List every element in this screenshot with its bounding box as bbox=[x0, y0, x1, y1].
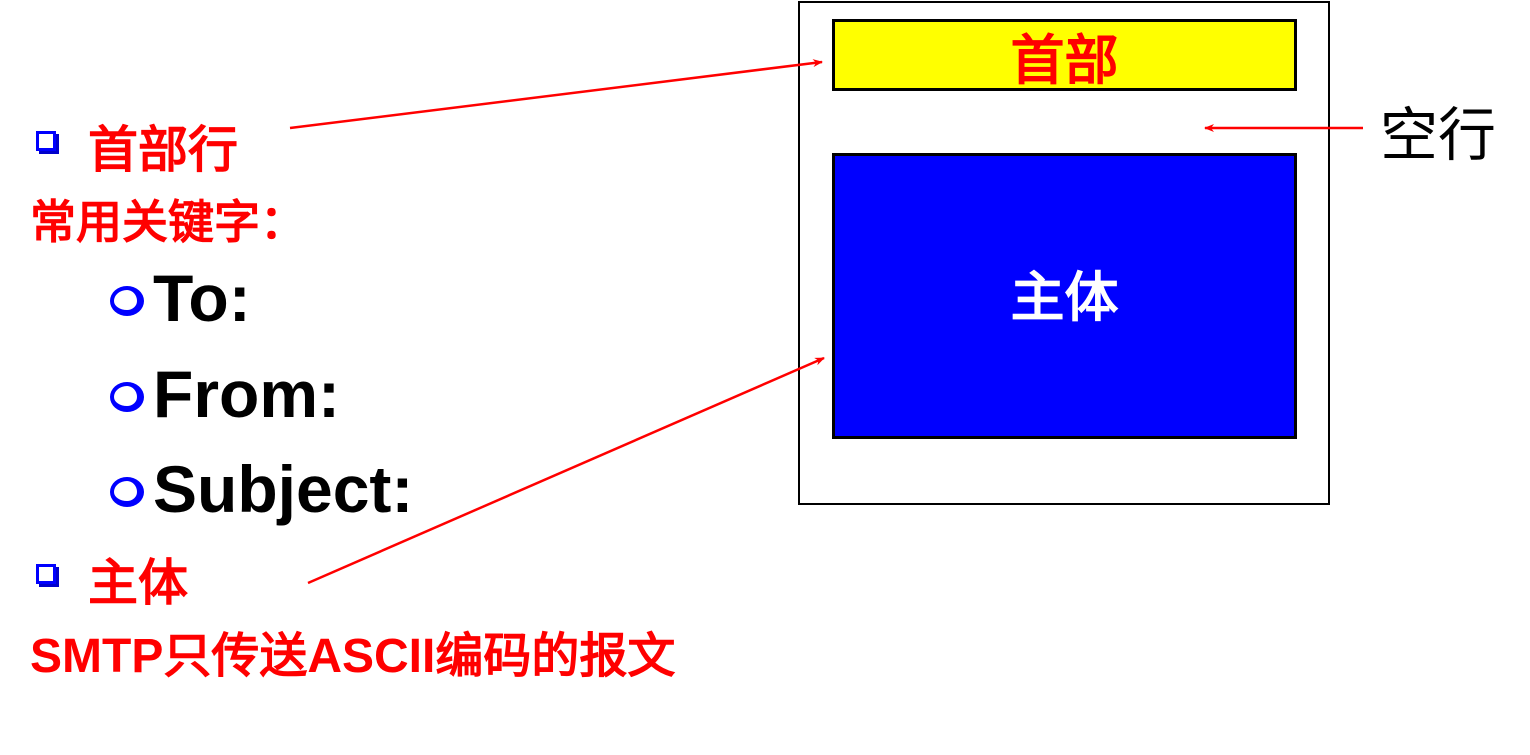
header-section-label: 首部行 bbox=[88, 122, 238, 178]
square-bullet-icon bbox=[36, 564, 56, 584]
blank-line-label: 空行 bbox=[1380, 101, 1497, 169]
smtp-note: SMTP只传送ASCII编码的报文 bbox=[30, 630, 676, 683]
keyword-subject: Subject: bbox=[153, 452, 414, 526]
keywords-label: 常用关键字： bbox=[30, 196, 306, 248]
message-frame bbox=[798, 1, 1330, 505]
body-box: 主体 bbox=[832, 153, 1297, 439]
header-box-label: 首部 bbox=[1010, 27, 1119, 92]
body-section-label: 主体 bbox=[88, 555, 188, 611]
arrow-header bbox=[289, 59, 823, 130]
header-box: 首部 bbox=[832, 19, 1297, 92]
keyword-from: From: bbox=[153, 357, 340, 431]
circle-bullet-icon bbox=[110, 477, 144, 507]
circle-bullet-icon bbox=[110, 286, 144, 316]
circle-bullet-icon bbox=[110, 382, 144, 412]
square-bullet-icon bbox=[36, 131, 56, 151]
arrow-body bbox=[307, 356, 825, 585]
keyword-to: To: bbox=[153, 261, 251, 335]
body-box-label: 主体 bbox=[1010, 264, 1119, 329]
